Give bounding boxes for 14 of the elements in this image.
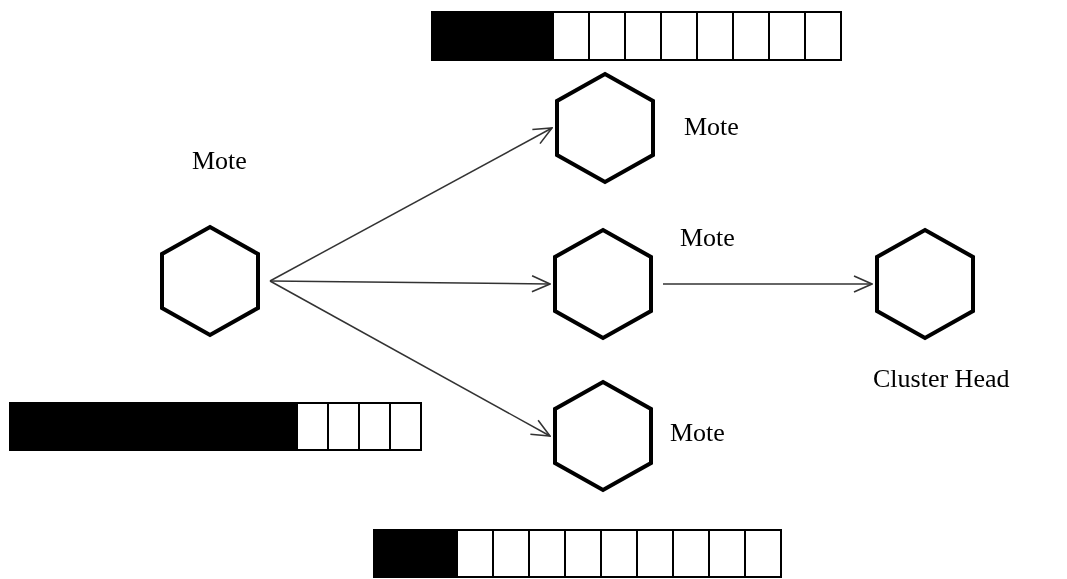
hexagon-node: [160, 225, 260, 337]
hexagon-node: [875, 228, 975, 340]
node-caption: Mote: [192, 148, 247, 174]
arrow: [269, 280, 551, 437]
arrow: [269, 275, 551, 293]
node-caption: Mote: [680, 225, 735, 251]
node-caption: Mote: [670, 420, 725, 446]
node-caption: Cluster Head: [873, 366, 1010, 392]
arrow: [269, 127, 553, 282]
arrow: [662, 275, 873, 293]
node-caption: Mote: [684, 114, 739, 140]
hexagon-node: [555, 72, 655, 184]
hexagon-node: [553, 380, 653, 492]
hexagon-node: [553, 228, 653, 340]
